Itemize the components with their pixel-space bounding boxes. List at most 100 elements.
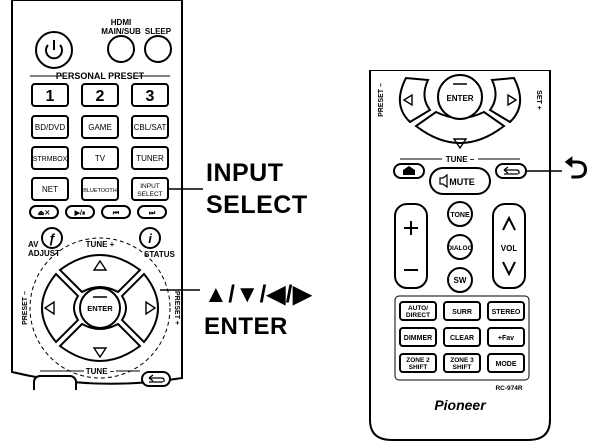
left-enter-button[interactable] xyxy=(79,287,121,329)
svg-text:ZONE 2: ZONE 2 xyxy=(406,357,430,364)
net-button[interactable] xyxy=(31,177,69,201)
stereo-button[interactable] xyxy=(487,301,525,321)
play-pause-button[interactable] xyxy=(65,205,95,219)
bd-dvd-button[interactable] xyxy=(31,115,69,139)
svg-text:AUTO/: AUTO/ xyxy=(408,305,428,312)
speaker-icon xyxy=(439,173,448,189)
power-button[interactable] xyxy=(35,31,73,69)
tune-plus-label: TUNE + xyxy=(86,240,115,249)
svg-text:▶/⏸: ▶/⏸ xyxy=(74,210,86,217)
sw-button[interactable] xyxy=(447,267,473,293)
svg-text:BD/DVD: BD/DVD xyxy=(35,123,65,132)
right-preset-plus-label: SET + xyxy=(535,90,542,110)
preset-minus-label: PRESET – xyxy=(22,291,29,325)
transport-buttons: ⏏✕ ▶/⏸ ⏮ ⏭ xyxy=(29,205,167,219)
strmbox-button[interactable] xyxy=(31,146,69,170)
left-enter-label: ENTER xyxy=(87,304,113,313)
zone2-shift-button[interactable] xyxy=(399,353,437,373)
svg-text:SHIFT: SHIFT xyxy=(453,364,472,371)
svg-text:SW: SW xyxy=(454,276,467,285)
volume-rocker[interactable] xyxy=(492,203,526,289)
svg-text:+Fav: +Fav xyxy=(498,335,514,342)
svg-text:TV: TV xyxy=(95,154,106,163)
preset-1-label: 1 xyxy=(46,88,55,105)
auto-direct-button[interactable] xyxy=(399,301,437,321)
game-button[interactable] xyxy=(81,115,119,139)
clear-button[interactable] xyxy=(443,327,481,347)
right-return-button[interactable] xyxy=(495,163,527,179)
plus-icon xyxy=(404,221,418,235)
sleep-label: SLEEP xyxy=(145,27,172,36)
dimmer-button[interactable] xyxy=(399,327,437,347)
return-callout: ⮌ xyxy=(564,154,589,184)
left-bottom-button[interactable] xyxy=(33,375,77,398)
main-sub-button[interactable] xyxy=(107,35,135,63)
fav-button[interactable] xyxy=(487,327,525,347)
surr-button[interactable] xyxy=(443,301,481,321)
next-button[interactable] xyxy=(137,205,167,219)
zone3-shift-button[interactable] xyxy=(443,353,481,373)
vol-down-icon xyxy=(502,261,516,277)
bluetooth-button[interactable] xyxy=(81,177,119,201)
mode-button[interactable] xyxy=(487,353,525,373)
left-right-button[interactable] xyxy=(120,272,159,344)
svg-text:TONE: TONE xyxy=(450,212,470,219)
arrows-label: ▲/▼/◀/▶ xyxy=(204,281,312,308)
svg-text:INPUT: INPUT xyxy=(140,183,160,190)
right-remote: ENTER PRESET – SET + TUNE – MUTE TONE DI… xyxy=(369,70,551,441)
right-tune-minus-label: TUNE – xyxy=(446,155,475,164)
left-up-button[interactable] xyxy=(58,254,142,294)
left-down-arrow-icon xyxy=(92,347,108,359)
info-icon: i xyxy=(148,231,152,246)
svg-text:TUNER: TUNER xyxy=(136,154,164,163)
status-button[interactable] xyxy=(139,227,161,249)
svg-text:CLEAR: CLEAR xyxy=(450,335,474,342)
preset-2-button[interactable] xyxy=(81,83,119,107)
left-left-button[interactable] xyxy=(41,272,80,344)
preset-buttons: 1 2 3 xyxy=(31,83,169,107)
av-adjust-button[interactable] xyxy=(41,227,63,249)
preset-3-label: 3 xyxy=(146,88,155,105)
dialog-button[interactable] xyxy=(447,234,473,260)
svg-text:GAME: GAME xyxy=(88,123,112,132)
svg-text:SELECT: SELECT xyxy=(137,191,162,198)
sleep-button[interactable] xyxy=(144,35,172,63)
left-dpad: ENTER xyxy=(41,254,159,362)
vol-label: VOL xyxy=(501,244,518,253)
model-label: RC-974R xyxy=(495,385,522,392)
vol-up-icon xyxy=(502,215,516,231)
prev-button[interactable] xyxy=(101,205,131,219)
svg-text:CBL/SAT: CBL/SAT xyxy=(134,123,167,132)
left-right-arrow-icon xyxy=(145,300,157,316)
tv-button[interactable] xyxy=(81,146,119,170)
select-label: SELECT xyxy=(206,191,308,219)
cbl-sat-button[interactable] xyxy=(131,115,169,139)
right-left-button[interactable] xyxy=(399,76,432,124)
eject-button[interactable] xyxy=(29,205,59,219)
left-return-icon xyxy=(148,374,165,383)
input-buttons: BD/DVD GAME CBL/SAT STRMBOX TV TUNER NET… xyxy=(31,115,169,201)
preset-3-button[interactable] xyxy=(131,83,169,107)
plus-button[interactable] xyxy=(394,203,428,289)
right-down-arrow-icon xyxy=(452,138,468,150)
right-right-button[interactable] xyxy=(488,76,521,124)
preset-1-button[interactable] xyxy=(31,83,69,107)
mute-label: MUTE xyxy=(449,177,475,187)
tone-button[interactable] xyxy=(447,201,473,227)
svg-text:MODE: MODE xyxy=(496,361,517,368)
svg-text:STRMBOX: STRMBOX xyxy=(33,156,68,163)
mute-button[interactable] xyxy=(429,167,491,195)
left-down-button[interactable] xyxy=(58,322,142,362)
right-enter-button[interactable] xyxy=(437,74,483,120)
tuner-button[interactable] xyxy=(131,146,169,170)
right-left-arrow-icon xyxy=(402,93,413,107)
left-return-button[interactable] xyxy=(141,371,171,387)
svg-text:DIMMER: DIMMER xyxy=(404,335,432,342)
av-label: AV xyxy=(28,240,39,249)
tune-minus-label: TUNE – xyxy=(86,367,115,376)
svg-text:⏮: ⏮ xyxy=(113,210,120,217)
enter-callout-label: ENTER xyxy=(204,313,288,340)
main-sub-label: MAIN/SUB xyxy=(101,27,141,36)
right-return-icon xyxy=(503,166,520,175)
